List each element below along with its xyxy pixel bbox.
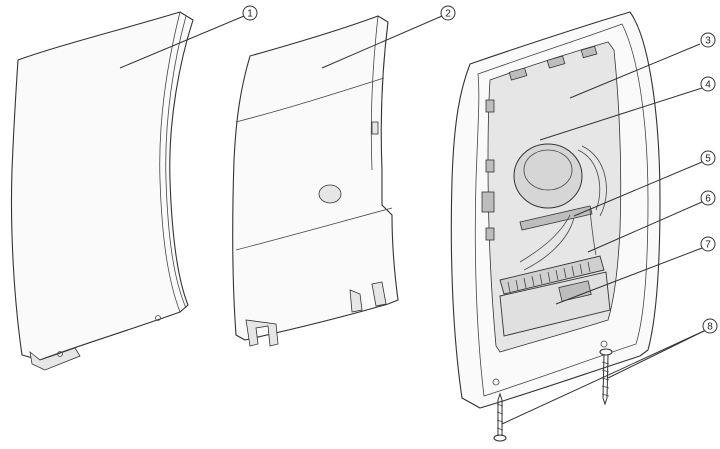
callout-6: 6 <box>700 190 716 206</box>
speaker <box>513 143 583 209</box>
screw-upper <box>599 348 613 406</box>
svg-text:7: 7 <box>705 240 711 251</box>
terminal-strip <box>499 255 605 295</box>
base-housing <box>450 11 661 409</box>
svg-text:6: 6 <box>705 194 711 205</box>
svg-text:3: 3 <box>705 36 711 47</box>
outer-cover <box>10 11 194 371</box>
svg-text:8: 8 <box>707 322 713 333</box>
callout-7: 7 <box>700 236 716 252</box>
inner-cover <box>232 15 399 347</box>
callout-8: 8 <box>702 318 718 334</box>
svg-text:4: 4 <box>705 80 711 91</box>
callout-3: 3 <box>700 32 716 48</box>
callout-2: 2 <box>440 5 456 21</box>
callout-5: 5 <box>700 150 716 166</box>
callout-1: 1 <box>242 5 258 21</box>
svg-text:1: 1 <box>247 9 253 20</box>
svg-text:2: 2 <box>445 9 451 20</box>
screw-lower <box>493 392 507 442</box>
callout-4: 4 <box>700 76 716 92</box>
svg-text:5: 5 <box>705 154 711 165</box>
